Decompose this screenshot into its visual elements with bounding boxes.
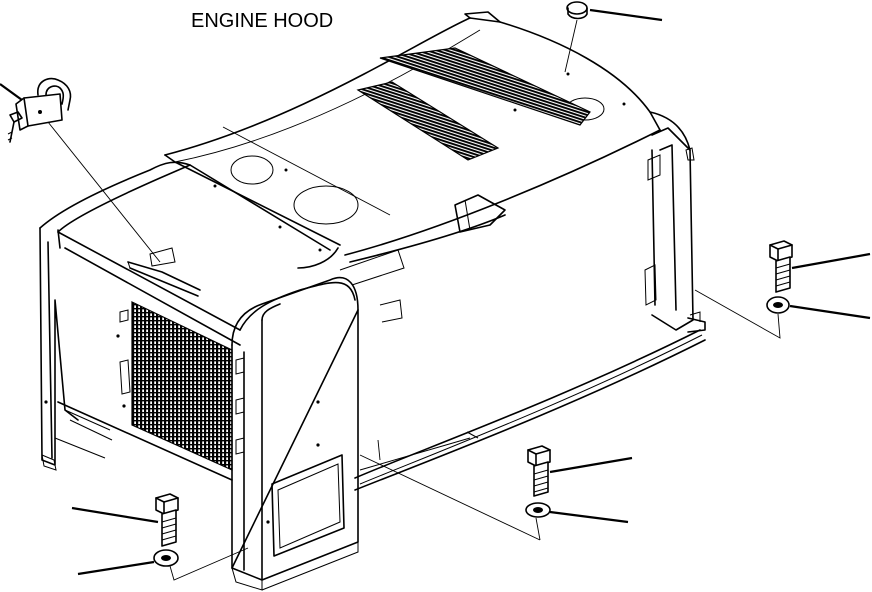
hood-front-face [57, 164, 356, 481]
roof-grill-lower [356, 81, 500, 161]
bottom-rail [354, 329, 706, 491]
cap-icon [566, 1, 663, 22]
hood-interior [339, 194, 506, 323]
washer-front-center-icon [525, 502, 629, 524]
front-center-pointer-line [359, 454, 541, 541]
front-left-frame [39, 161, 191, 471]
washer-front-left-icon [77, 549, 179, 576]
roof-grill-upper [379, 47, 591, 126]
rear-right-pointer-line [694, 289, 781, 339]
front-right-post [231, 276, 359, 591]
front-left-pointer-line [169, 547, 249, 581]
bolt-front-left-icon [71, 493, 179, 547]
cap-pointer-line [564, 19, 578, 73]
washer-rear-right-icon [766, 296, 871, 320]
front-center-guide [377, 439, 381, 461]
padlock-icon [0, 77, 72, 143]
rear-right-frame [644, 127, 706, 333]
padlock-pointer-line [47, 121, 161, 263]
bolt-front-center-icon [527, 445, 633, 497]
bolt-rear-right-icon [769, 240, 871, 293]
diagram-title: ENGINE HOOD [191, 10, 334, 32]
hood-roof [164, 11, 691, 269]
